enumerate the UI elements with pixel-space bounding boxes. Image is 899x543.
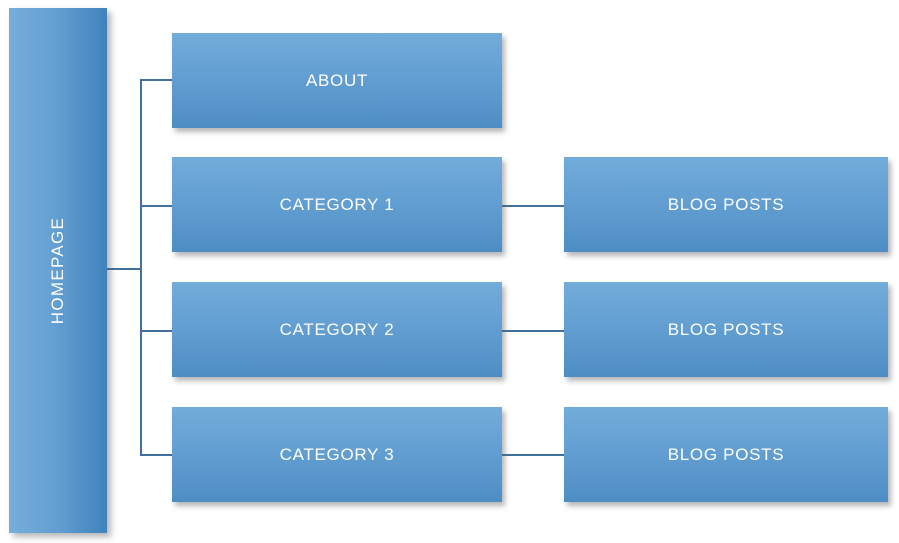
node-category-3[interactable]: CATEGORY 3 [172,407,502,502]
node-category-2-label: CATEGORY 2 [279,320,395,339]
node-blog-posts-3-label: BLOG POSTS [667,445,785,464]
node-about-label: ABOUT [305,71,369,90]
node-category-3-label: CATEGORY 3 [279,445,395,464]
connector-trunk-to-category-1 [140,205,174,207]
node-blog-posts-1-label: BLOG POSTS [667,195,785,214]
node-homepage-label: HOMEPAGE [48,216,68,325]
node-category-1-label: CATEGORY 1 [279,195,395,214]
node-blog-posts-3[interactable]: BLOG POSTS [564,407,888,502]
connector-trunk-to-about [140,79,174,81]
connector-trunk-to-category-2 [140,330,174,332]
node-blog-posts-2[interactable]: BLOG POSTS [564,282,888,377]
connector-category-3-to-blog-posts-3 [502,454,566,456]
connector-trunk-to-category-3 [140,454,174,456]
connector-category-2-to-blog-posts-2 [502,330,566,332]
node-homepage[interactable]: HOMEPAGE [9,8,107,533]
node-blog-posts-1[interactable]: BLOG POSTS [564,157,888,252]
node-blog-posts-2-label: BLOG POSTS [667,320,785,339]
connector-homepage-to-trunk [105,268,142,270]
node-category-2[interactable]: CATEGORY 2 [172,282,502,377]
connector-trunk-vertical [140,79,142,456]
node-about[interactable]: ABOUT [172,33,502,128]
connector-category-1-to-blog-posts-1 [502,205,566,207]
node-category-1[interactable]: CATEGORY 1 [172,157,502,252]
